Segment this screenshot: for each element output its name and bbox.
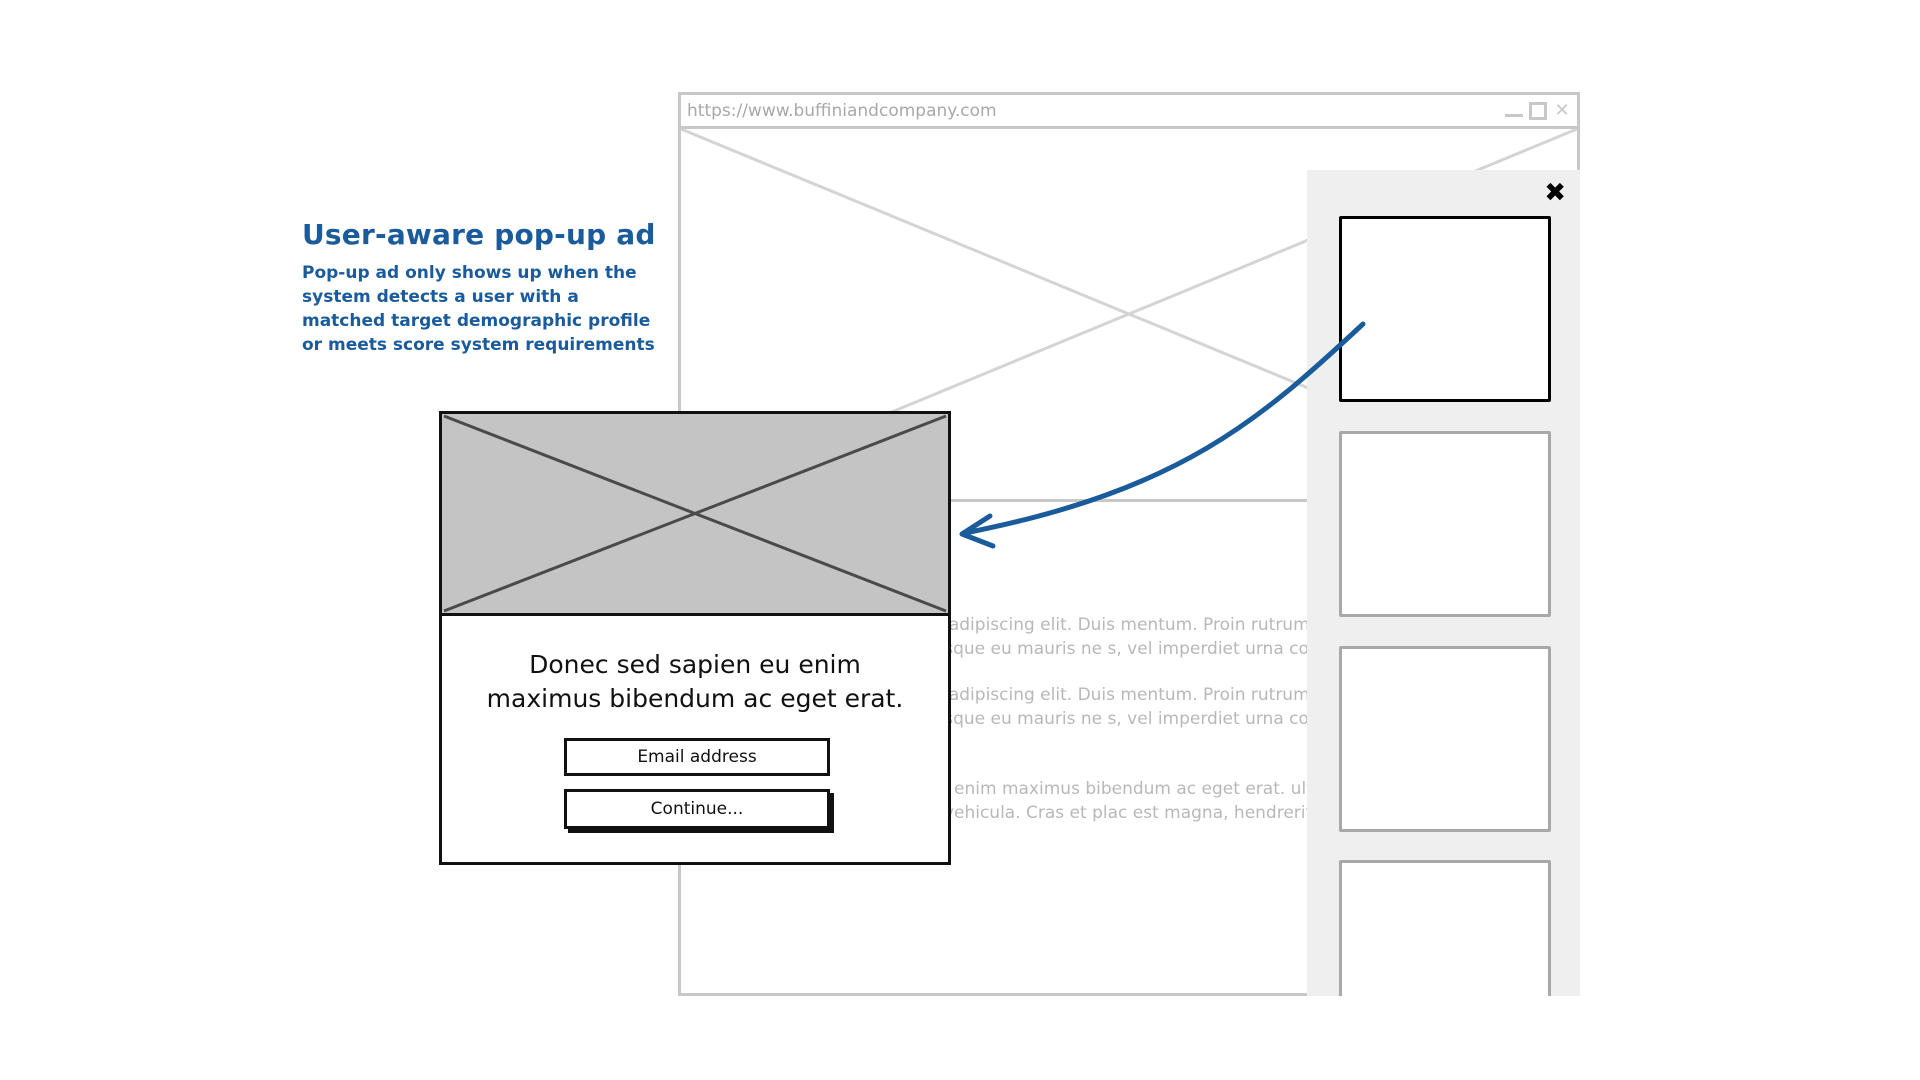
window-controls: ✕: [1505, 99, 1571, 123]
popup-image-placeholder: [442, 414, 948, 616]
ad-slot[interactable]: [1339, 431, 1551, 617]
ad-slot[interactable]: [1339, 860, 1551, 996]
sidebar-ad-panel: ✖: [1307, 170, 1580, 996]
popup-headline-line: Donec sed sapien eu enim: [529, 650, 861, 679]
email-field[interactable]: [564, 738, 830, 776]
continue-button[interactable]: Continue...: [564, 789, 830, 829]
address-url[interactable]: https://www.buffiniandcompany.com: [687, 101, 997, 121]
close-icon[interactable]: ✕: [1554, 100, 1570, 121]
popup-headline: Donec sed sapien eu enim maximus bibendu…: [442, 648, 948, 716]
maximize-icon[interactable]: [1529, 102, 1547, 120]
popup-ad: Donec sed sapien eu enim maximus bibendu…: [439, 411, 951, 865]
ad-slot-active[interactable]: [1339, 216, 1551, 402]
annotation: User-aware pop-up ad Pop-up ad only show…: [302, 218, 662, 357]
close-icon[interactable]: ✖: [1544, 178, 1566, 208]
ad-slot[interactable]: [1339, 646, 1551, 832]
annotation-title: User-aware pop-up ad: [302, 218, 656, 251]
annotation-description: Pop-up ad only shows up when the system …: [302, 263, 655, 355]
address-bar[interactable]: https://www.buffiniandcompany.com ✕: [681, 95, 1577, 129]
minimize-icon[interactable]: [1505, 102, 1523, 120]
popup-image-cross-icon: [443, 414, 947, 613]
popup-headline-line: maximus bibendum ac eget erat.: [486, 684, 904, 713]
